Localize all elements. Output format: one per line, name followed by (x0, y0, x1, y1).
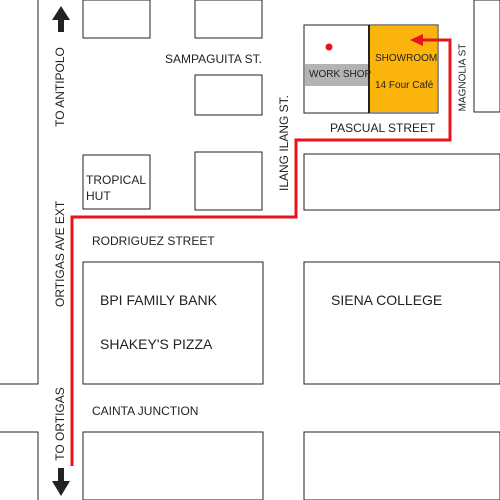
block-right-upper (303, 153, 500, 211)
landmark-shakeys-pizza: SHAKEY'S PIZZA (100, 336, 213, 352)
label-workshop: WORK SHOP (309, 69, 372, 80)
workshop-area (305, 64, 369, 86)
block-top-left (82, 0, 151, 39)
route-arrowhead-icon (410, 34, 423, 46)
city-blocks (82, 0, 500, 500)
block-bpi (82, 261, 264, 385)
block-bottom-right (303, 431, 500, 500)
block-tropical-hut (82, 154, 151, 210)
street-label-magnolia: MAGNOLIA ST (457, 43, 469, 112)
route-line (70, 38, 452, 466)
landmark-tropical-hut-line1: TROPICAL (86, 173, 147, 187)
arrow-down-icon (52, 468, 70, 496)
street-label-pascual: PASCUAL STREET (330, 121, 436, 135)
street-label-rodriguez: RODRIGUEZ STREET (92, 234, 215, 248)
red-dot-icon (325, 43, 333, 51)
street-label-cainta-junction: CAINTA JUNCTION (92, 404, 199, 418)
label-showroom: SHOWROOM (375, 53, 438, 64)
landmark-siena-college: SIENA COLLEGE (331, 292, 443, 308)
landmark-tropical-hut-line2: HUT (86, 189, 111, 203)
block-siena (303, 261, 500, 385)
arrow-up-icon (52, 6, 70, 32)
road-edges (0, 0, 39, 500)
direction-label-antipolo: TO ANTIPOLO (53, 47, 67, 127)
block-center-mid (194, 74, 263, 116)
label-cafe: 14 Four Café (375, 80, 434, 91)
block-center-lower (194, 151, 263, 211)
street-label-ortigas-ave-ext: ORTIGAS AVE EXT (53, 200, 67, 307)
street-label-sampaguita: SAMPAGUITA ST. (165, 52, 262, 66)
street-label-ilang-ilang: ILANG ILANG ST. (277, 94, 291, 192)
block-top-center (194, 0, 263, 39)
direction-label-ortigas: TO ORTIGAS (53, 387, 67, 461)
landmark-bpi-family-bank: BPI FAMILY BANK (100, 292, 217, 308)
block-bottom-left (82, 431, 264, 500)
block-far-right-top (473, 0, 500, 113)
